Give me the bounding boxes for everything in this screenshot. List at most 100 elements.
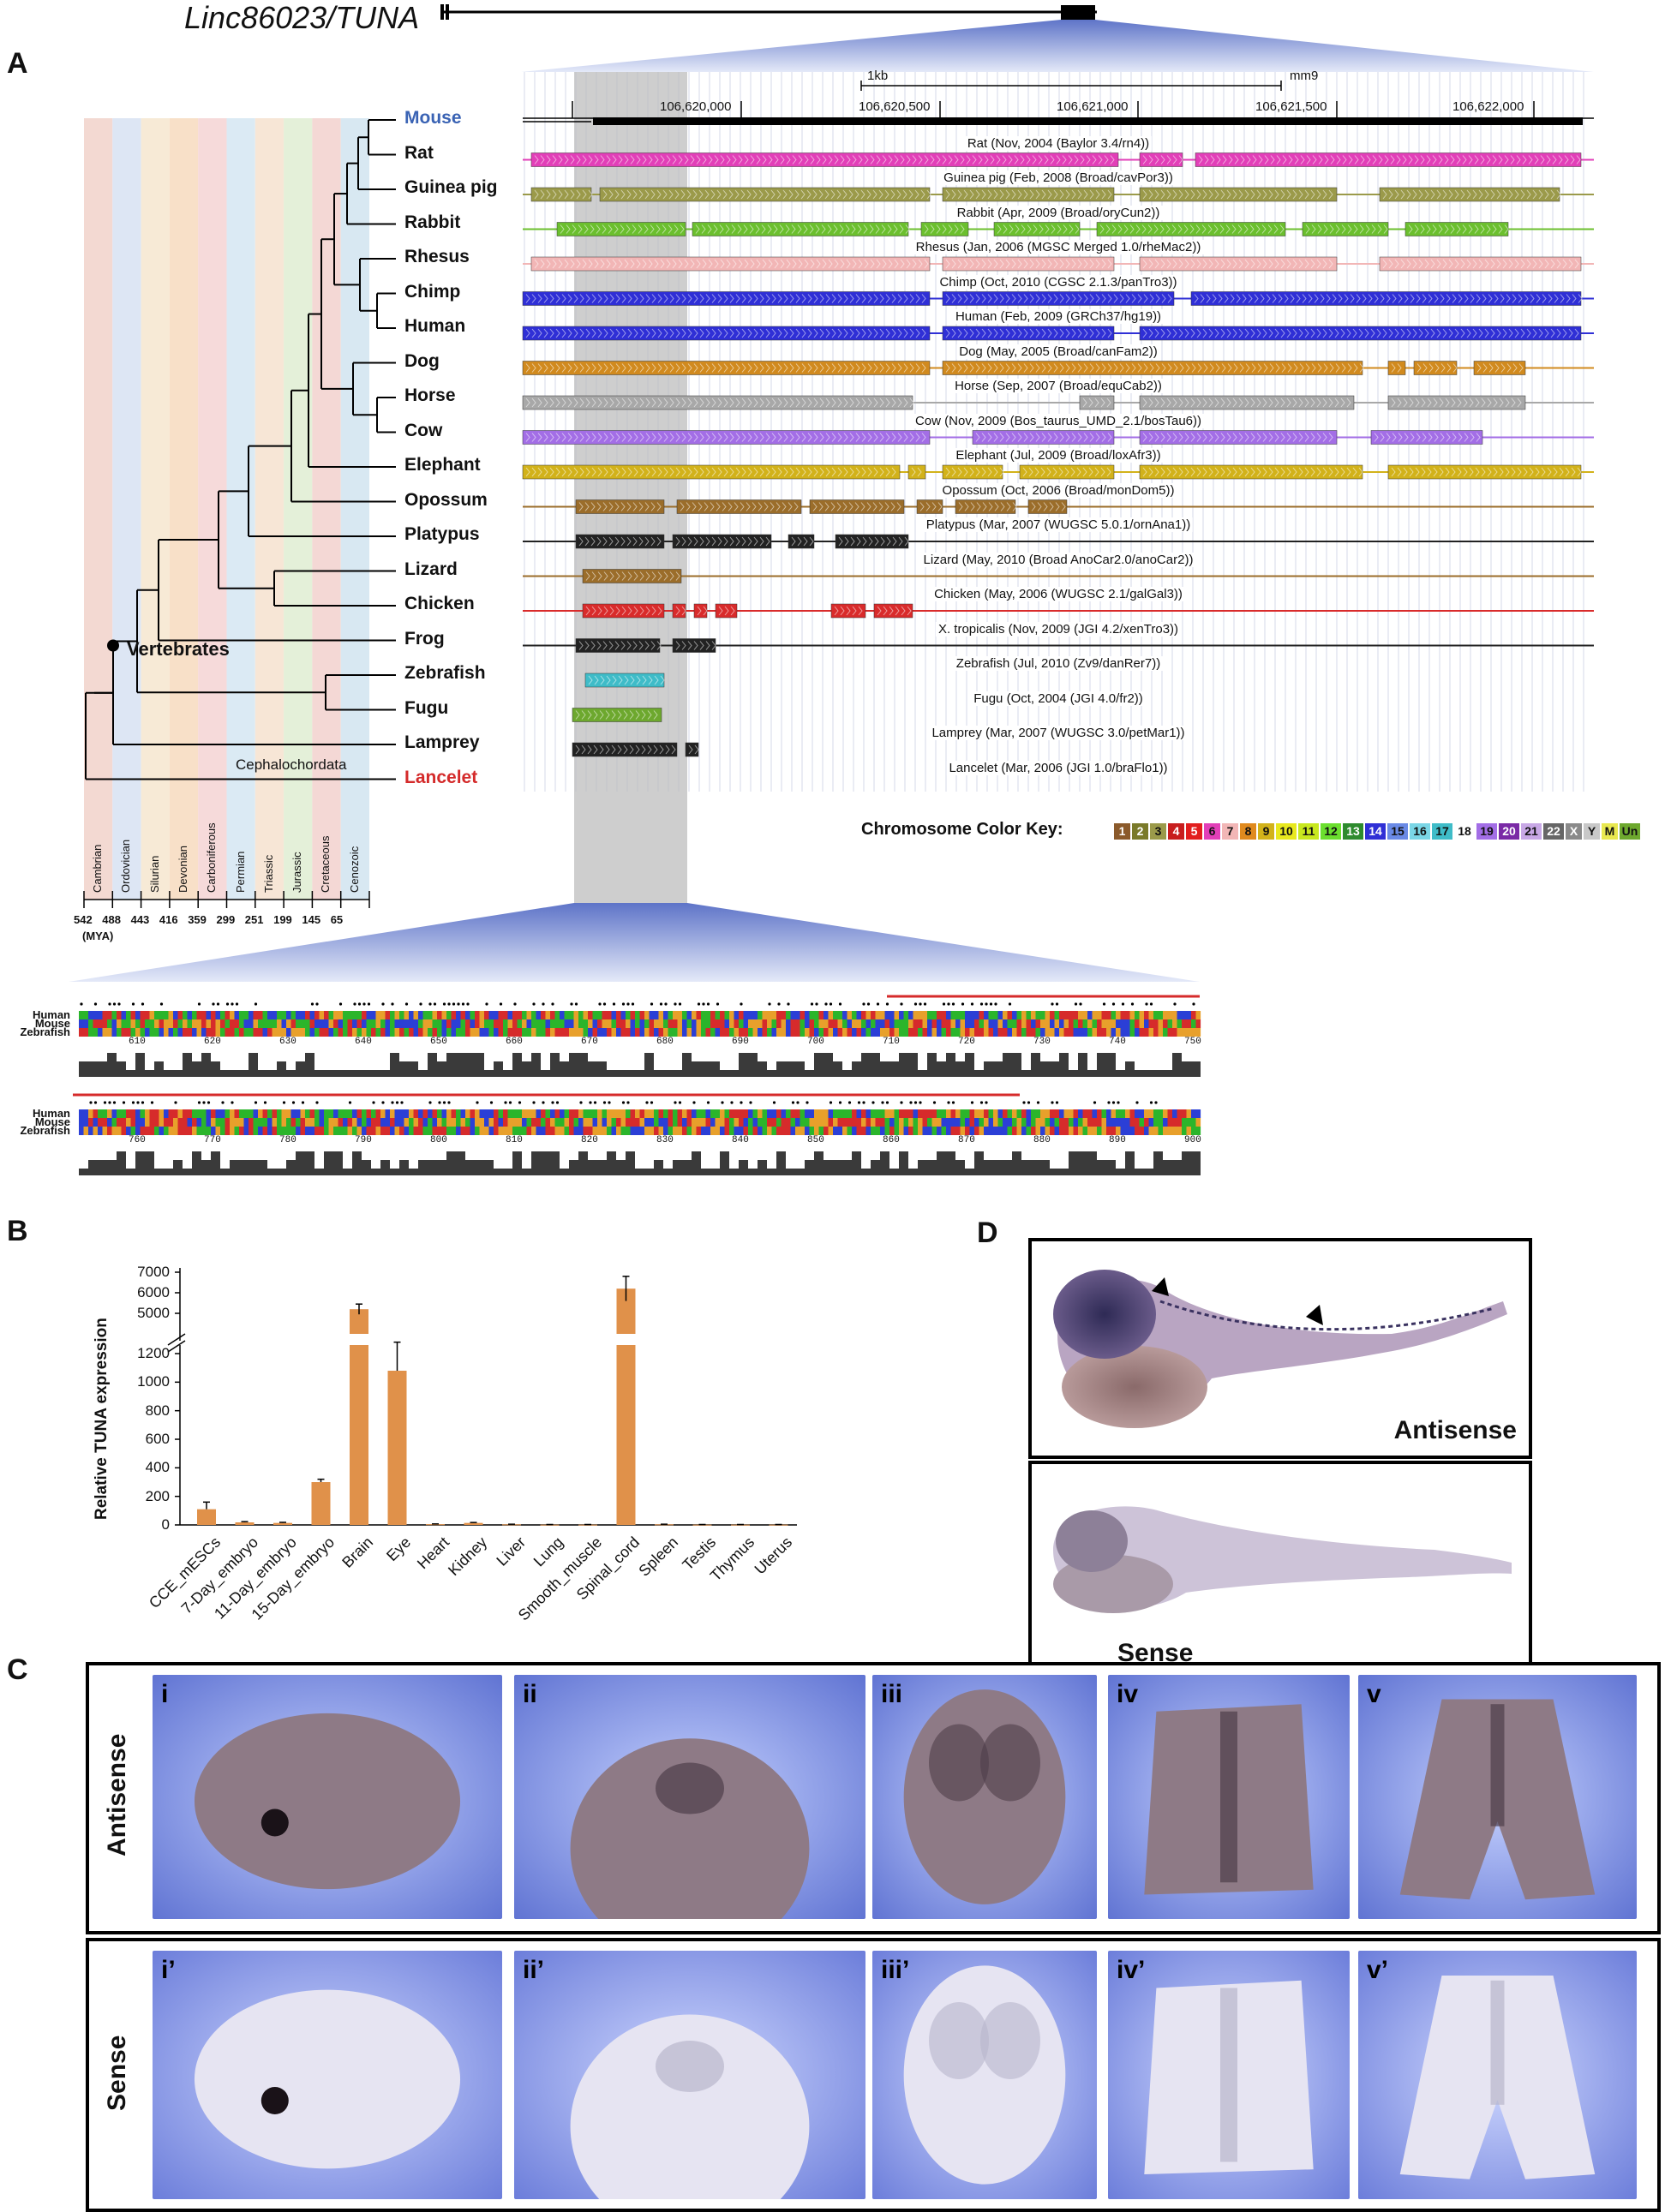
color-key-swatch: 4 <box>1168 823 1184 840</box>
era-column <box>312 118 341 900</box>
track-block <box>1079 395 1115 410</box>
bar-chart <box>167 1268 797 1526</box>
track-block <box>582 603 665 619</box>
alignment-position: 740 <box>1109 1037 1126 1047</box>
photo-label: v’ <box>1367 1956 1389 1984</box>
bar-upper <box>350 1309 368 1334</box>
track-block <box>907 464 926 480</box>
era-columns <box>83 118 370 908</box>
color-key-swatch: 9 <box>1258 823 1274 840</box>
track-block <box>942 256 1115 272</box>
color-key-swatch: 1 <box>1114 823 1130 840</box>
zebrafish-antisense-image <box>1053 1270 1507 1428</box>
embryo-photo-antisense: i <box>153 1675 502 1919</box>
track-label: Lamprey (Mar, 2007 (WUGSC 3.0/petMar1)) <box>929 726 1188 740</box>
track-block <box>1096 222 1286 236</box>
alignment-position: 780 <box>279 1135 296 1145</box>
alignment-species-name: Zebrafish <box>20 1124 70 1137</box>
coord-tick-label: 106,620,000 <box>660 99 732 114</box>
era-label: Ordovician <box>119 839 133 893</box>
alignment-species-name: Zebrafish <box>20 1025 70 1038</box>
era-column <box>141 118 170 900</box>
photo-label: iii <box>881 1680 903 1708</box>
alignment-position: 620 <box>204 1037 221 1047</box>
mya-tick: 443 <box>130 913 150 926</box>
track-block <box>692 222 909 236</box>
alignment-species-name: Human <box>32 1107 70 1120</box>
gene-title: Linc86023/TUNA <box>184 0 420 35</box>
track-block <box>575 638 661 653</box>
embryo-photo-sense: v’ <box>1358 1951 1637 2199</box>
track-block <box>1379 256 1582 272</box>
track-block <box>972 430 1115 445</box>
color-key-swatch: Un <box>1620 823 1640 840</box>
track-block <box>572 742 678 757</box>
track-label: Cow (Nov, 2009 (Bos_taurus_UMD_2.1/bosTa… <box>912 413 1205 428</box>
bar <box>235 1522 255 1525</box>
alignment-position: 710 <box>883 1037 900 1047</box>
track-block <box>522 395 913 410</box>
species-label: Chicken <box>404 594 475 613</box>
y-tick-label: 7000 <box>137 1264 170 1280</box>
track-label: Rabbit (Apr, 2009 (Broad/oryCun2)) <box>954 205 1163 220</box>
track-block <box>522 361 931 375</box>
alignment-position: 800 <box>430 1135 447 1145</box>
bar <box>464 1522 483 1525</box>
track-block <box>1139 256 1338 272</box>
gene-exon-small <box>440 4 444 20</box>
track-label: Elephant (Jul, 2009 (Broad/loxAfr3)) <box>953 448 1164 463</box>
color-key-swatch: M <box>1602 823 1618 840</box>
bar <box>311 1482 331 1525</box>
era-column <box>112 118 141 900</box>
zebrafish-sense-image <box>1053 1506 1512 1613</box>
y-tick-label: 1200 <box>137 1345 170 1361</box>
mya-tick: 199 <box>273 913 292 926</box>
era-label: Triassic <box>261 854 275 893</box>
color-key-swatch: 20 <box>1499 823 1519 840</box>
alignment-position: 900 <box>1184 1135 1201 1145</box>
coord-tick-label: 106,621,500 <box>1255 99 1327 114</box>
alignment-position: 790 <box>355 1135 372 1145</box>
scale-bar-label: 1kb <box>867 69 889 83</box>
species-label: Platypus <box>404 524 480 544</box>
alignment-position: 730 <box>1033 1037 1051 1047</box>
species-label: Fugu <box>404 697 449 718</box>
track-block <box>1019 464 1115 480</box>
alignment-tracks <box>522 117 1594 757</box>
species-label: Horse <box>404 386 456 405</box>
y-tick-label: 5000 <box>137 1305 170 1321</box>
assembly-label: mm9 <box>1290 69 1319 83</box>
coord-tick-label: 106,621,000 <box>1057 99 1129 114</box>
alignment-position: 830 <box>656 1135 674 1145</box>
era-column <box>284 118 313 900</box>
color-key-swatch: 5 <box>1186 823 1202 840</box>
color-key-swatch: X <box>1566 823 1582 840</box>
track-block <box>1370 430 1483 445</box>
color-key-swatch: 8 <box>1240 823 1256 840</box>
track-label: X. tropicalis (Nov, 2009 (JGI 4.2/xenTro… <box>935 621 1182 637</box>
axis-break-mark <box>167 1333 186 1346</box>
y-tick-label: 200 <box>145 1487 170 1504</box>
y-tick-label: 1000 <box>137 1373 170 1390</box>
track-block <box>955 499 1016 514</box>
panel-c-antisense-label: Antisense <box>103 1733 131 1856</box>
track-block <box>1139 464 1363 480</box>
track-block <box>942 326 1115 341</box>
track-block <box>522 326 931 341</box>
track-block <box>530 152 1119 167</box>
photo-label: iv’ <box>1117 1956 1146 1984</box>
mya-unit: (MYA) <box>82 930 114 942</box>
track-block <box>1139 187 1338 202</box>
color-key-title: Chromosome Color Key: <box>861 820 1063 839</box>
era-label: Jurassic <box>290 852 304 893</box>
track-block <box>942 464 1003 480</box>
embryo-photo-sense: iv’ <box>1108 1951 1350 2199</box>
species-label: Frog <box>404 628 445 649</box>
track-label: Rat (Nov, 2004 (Baylor 3.4/rn4)) <box>964 135 1153 151</box>
track-label: Human (Feb, 2009 (GRCh37/hg19)) <box>952 309 1165 324</box>
panel-d-antisense-label: Antisense <box>1393 1416 1517 1444</box>
panel-c-sense-label: Sense <box>103 2035 131 2112</box>
color-key-swatch: 11 <box>1298 823 1319 840</box>
color-key-swatch: 3 <box>1150 823 1166 840</box>
track-block <box>522 464 901 480</box>
